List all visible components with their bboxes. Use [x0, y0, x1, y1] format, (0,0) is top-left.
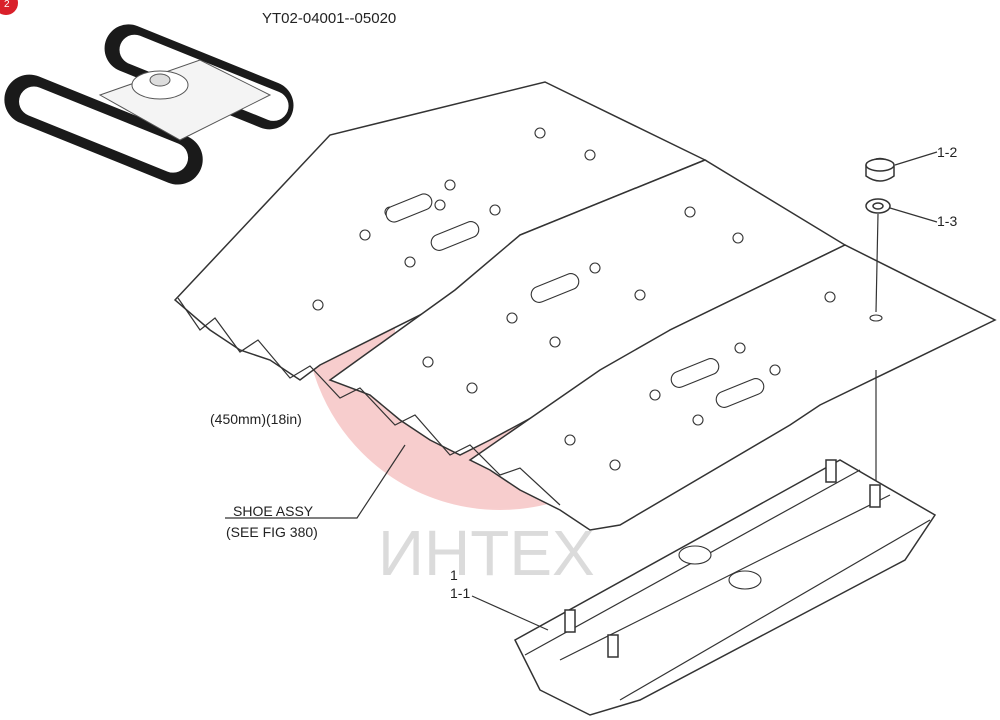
shoe-assy-callout: SHOE ASSY: [233, 503, 314, 519]
washer-item-1-3: [865, 198, 891, 214]
item-1-label: 1: [450, 567, 458, 583]
track-shoe-assembly: [173, 81, 997, 531]
width-callout: (450mm)(18in): [210, 411, 302, 427]
badge-number: 2: [4, 0, 10, 10]
item-1-2-label: 1-2: [937, 144, 957, 160]
watermark-text: ИНТЕХ: [378, 517, 595, 589]
undercarriage-thumbnail: [4, 24, 294, 185]
item-1-3-label: 1-3: [937, 213, 957, 229]
link-assembly-item-1: [514, 459, 937, 716]
part-number: YT02-04001--05020: [262, 10, 396, 27]
item-1-1-label: 1-1: [450, 585, 470, 601]
shoe-assy-see-fig: (SEE FIG 380): [226, 524, 318, 540]
nut-item-1-2: [865, 157, 895, 182]
corner-badge: 2: [0, 0, 18, 15]
